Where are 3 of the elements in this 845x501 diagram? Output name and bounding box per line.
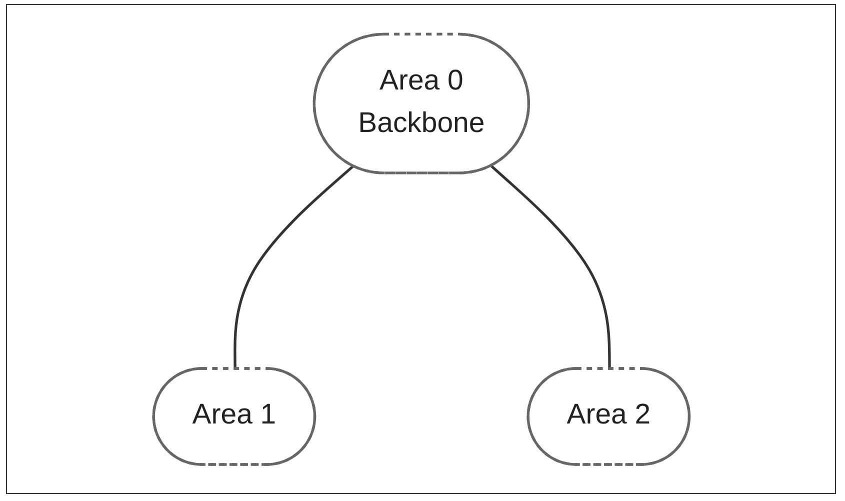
diagram-frame: Area 0 Backbone Area 1 Area 2 [6,4,836,494]
connector [490,164,610,370]
connector [233,164,354,370]
